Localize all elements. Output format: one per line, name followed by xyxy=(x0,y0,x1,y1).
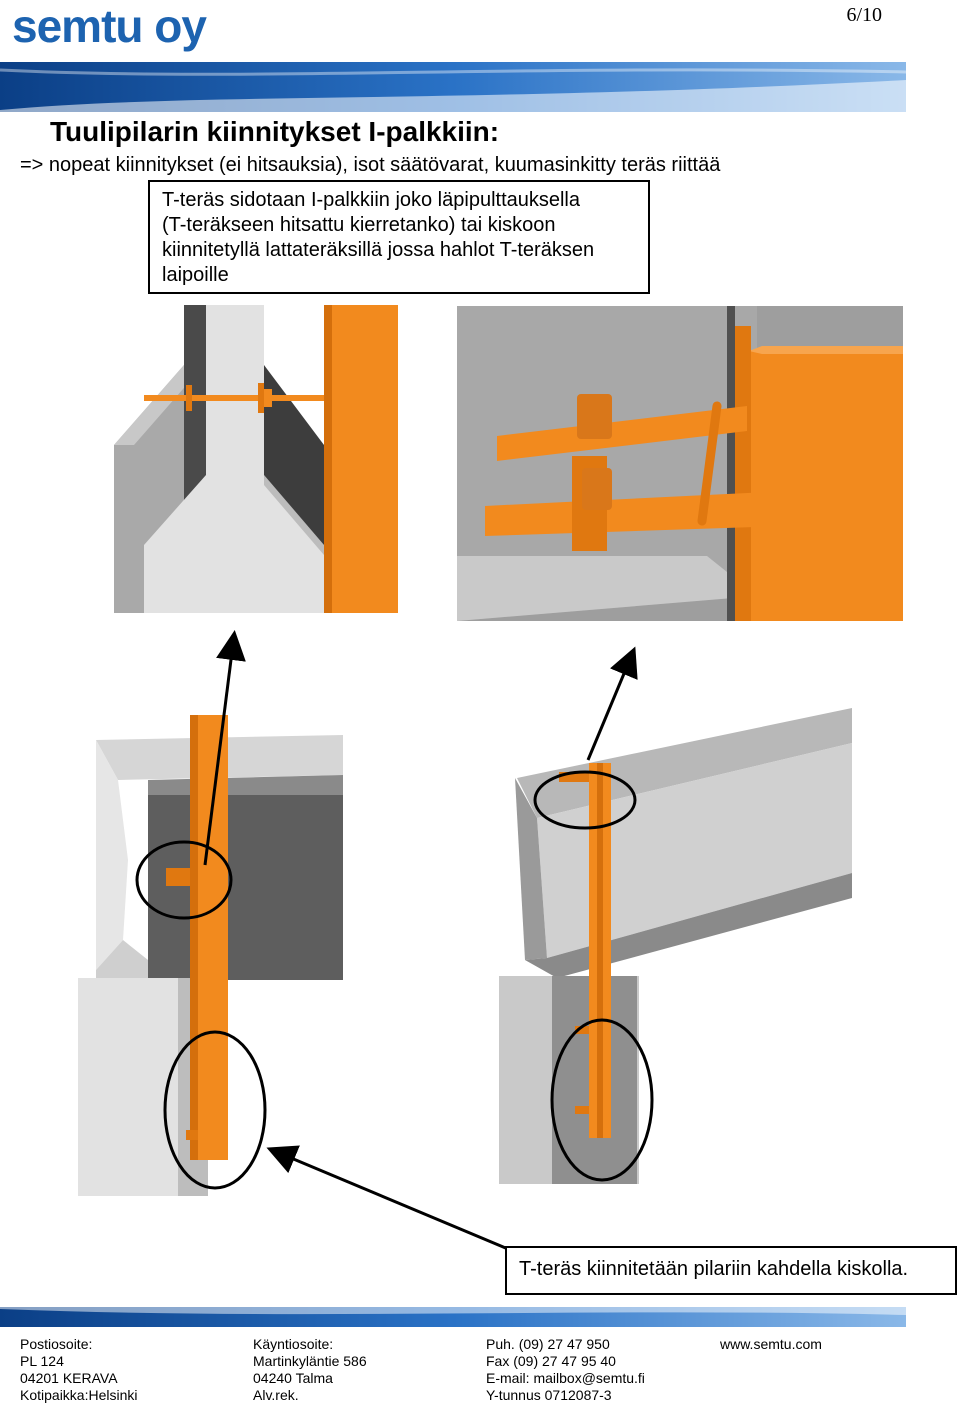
footer-line: PL 124 xyxy=(20,1353,64,1369)
footer-line: Fax (09) 27 47 95 40 xyxy=(486,1353,616,1369)
page-title: Tuulipilarin kiinnitykset I-palkkiin: xyxy=(50,116,500,147)
footer-line: 04240 Talma xyxy=(253,1370,333,1386)
highlight-ellipse xyxy=(135,840,233,920)
footer-postal-address: Postiosoite: PL 124 04201 KERAVA Kotipai… xyxy=(20,1336,138,1404)
callout-top: T-teräs sidotaan I-palkkiin joko läpipul… xyxy=(148,180,650,294)
callout-line: kiinnitetyllä lattateräksillä jossa hahl… xyxy=(162,239,595,261)
highlight-ellipse xyxy=(533,770,637,830)
footer-line: Puh. (09) 27 47 950 xyxy=(486,1336,610,1352)
footer-line: Kotipaikka:Helsinki xyxy=(20,1387,138,1403)
footer-visiting-address: Käyntiosoite: Martinkyläntie 586 04240 T… xyxy=(253,1336,367,1404)
callout-line: T-teräs sidotaan I-palkkiin joko läpipul… xyxy=(162,189,580,211)
figure-rail-clamp-detail xyxy=(457,306,903,621)
footer-website: www.semtu.com xyxy=(720,1336,822,1353)
arrow-to-clamp-detail xyxy=(586,646,638,761)
website-link[interactable]: www.semtu.com xyxy=(720,1336,822,1352)
header-band xyxy=(0,62,906,112)
footer-line: Y-tunnus 0712087-3 xyxy=(486,1387,612,1403)
page-number: 6/10 xyxy=(846,4,882,26)
footer-band xyxy=(0,1307,906,1327)
footer-line: Martinkyläntie 586 xyxy=(253,1353,367,1369)
highlight-ellipse xyxy=(550,1018,654,1182)
footer-line: 04201 KERAVA xyxy=(20,1370,118,1386)
figure-column-beam-view xyxy=(499,708,852,1184)
callout-line: (T-teräkseen hitsattu kierretanko) tai k… xyxy=(162,214,556,236)
highlight-ellipse xyxy=(163,1030,267,1190)
footer-line: Alv.rek. xyxy=(253,1387,299,1403)
figure-through-bolt-detail xyxy=(114,305,398,613)
arrow-to-bolt-detail xyxy=(203,630,246,866)
subtitle: => nopeat kiinnitykset (ei hitsauksia), … xyxy=(20,154,721,176)
footer-line: E-mail: mailbox@semtu.fi xyxy=(486,1370,645,1386)
footer-line: Postiosoite: xyxy=(20,1336,93,1352)
footer-contact: Puh. (09) 27 47 950 Fax (09) 27 47 95 40… xyxy=(486,1336,645,1404)
callout-line: laipoille xyxy=(162,264,229,286)
footer-line: Käyntiosoite: xyxy=(253,1336,334,1352)
callout-bottom: T-teräs kiinnitetään pilariin kahdella k… xyxy=(505,1246,957,1295)
company-logo: semtu oy xyxy=(12,0,207,52)
arrow-to-left-column xyxy=(266,1145,509,1251)
